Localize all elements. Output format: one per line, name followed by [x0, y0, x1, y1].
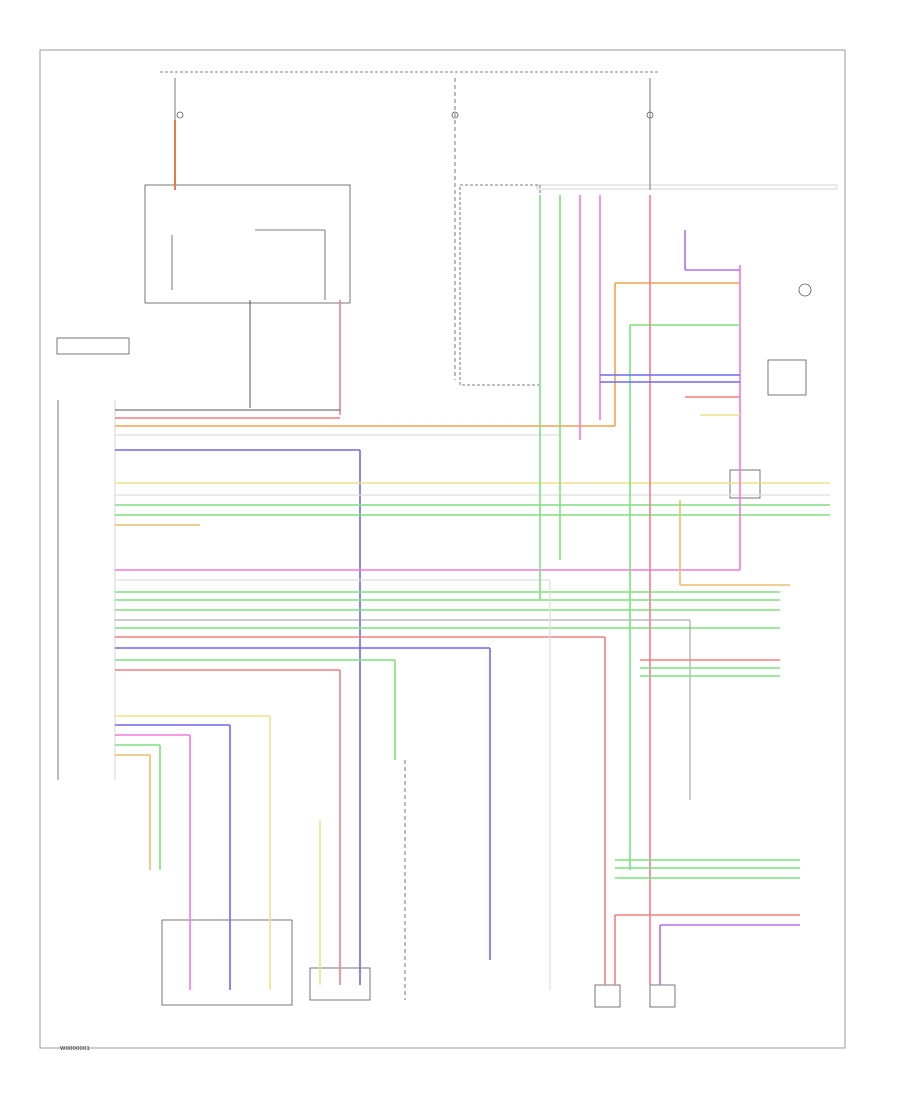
fuse-symbol-1 — [176, 111, 184, 119]
speed-sensor-1 — [594, 984, 621, 1008]
sensor-block — [729, 469, 761, 499]
switch-block — [459, 184, 541, 386]
diagram-frame — [39, 49, 846, 1049]
footer-code: W0000001 — [60, 1046, 90, 1052]
data-link-connector — [56, 337, 130, 355]
solenoid-block — [767, 359, 807, 396]
transmission-range-switch — [161, 919, 293, 1006]
relay-box — [144, 184, 351, 304]
fuse-symbol-2 — [451, 111, 459, 119]
fuse-symbol-3 — [646, 111, 654, 119]
solenoid-symbol — [798, 283, 812, 297]
speed-sensor-2 — [649, 984, 676, 1008]
junction-block-top — [536, 184, 838, 190]
